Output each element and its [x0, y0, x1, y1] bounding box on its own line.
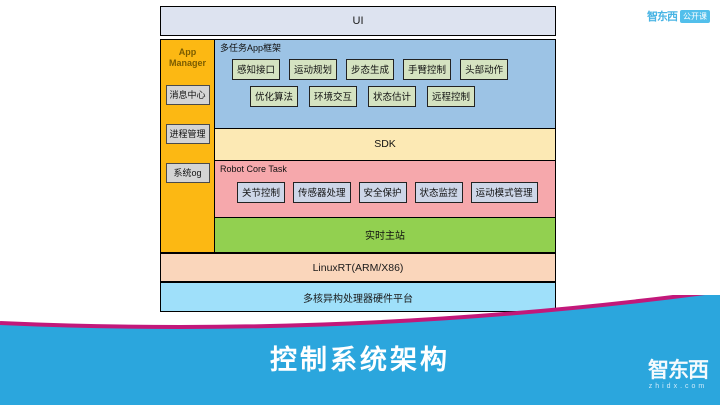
watermark-top-brand: 智东西 [647, 11, 678, 23]
layer-sdk: SDK [215, 128, 555, 161]
sidebar-chip-label: 系统og [173, 168, 202, 179]
app-chip-label: 运动规划 [294, 65, 333, 77]
core-chip-label: 传感器处理 [298, 188, 346, 200]
core-chip-label: 状态监控 [419, 188, 458, 200]
core-chip: 状态监控 [414, 181, 463, 203]
layer-realtime-master: 实时主站 [215, 217, 555, 252]
layer-hardware-label: 多核异构处理器硬件平台 [303, 293, 413, 305]
app-chip-label: 步态生成 [351, 65, 390, 77]
sidebar-chip-process-management: 进程管理 [165, 123, 210, 144]
layer-hardware: 多核异构处理器硬件平台 [160, 282, 556, 313]
core-chip: 安全保护 [358, 181, 407, 203]
layer-sdk-label: SDK [374, 138, 396, 151]
layer-app-framework-label: 多任务App框架 [220, 42, 282, 53]
app-chip: 步态生成 [346, 58, 395, 80]
layer-stack: 多任务App框架 感知接口 运动规划 步态生成 手臂控制 头部动 [215, 39, 555, 252]
core-chip-label: 运动模式管理 [475, 188, 533, 200]
sidebar-chip-system-log: 系统og [165, 162, 210, 183]
layer-robot-core-task-label: Robot Core Task [220, 163, 287, 174]
architecture-diagram: UI App Manager 消息中心 进程管理 系统og 多任务App框架 [160, 6, 556, 313]
layer-ui: UI [160, 6, 556, 36]
core-task-chips: 关节控制 传感器处理 安全保护 状态监控 运动模式管理 [220, 181, 555, 203]
sidebar-chip-label: 消息中心 [169, 90, 206, 101]
app-chip-label: 环境交互 [314, 92, 353, 104]
core-chip: 传感器处理 [293, 181, 351, 203]
app-chip: 感知接口 [232, 58, 281, 80]
layer-os-label: LinuxRT(ARM/X86) [312, 261, 404, 274]
app-chip: 环境交互 [309, 85, 358, 107]
app-chip-label: 状态估计 [373, 92, 412, 104]
core-chip: 运动模式管理 [470, 181, 538, 203]
app-chip: 优化算法 [250, 85, 299, 107]
layer-realtime-master-label: 实时主站 [365, 231, 405, 243]
app-chip-label: 远程控制 [432, 92, 471, 104]
watermark-bottom-url: zhidx.com [648, 383, 708, 390]
page-title: 控制系统架构 [270, 345, 450, 375]
app-chip: 头部动作 [460, 58, 509, 80]
app-chip-label: 感知接口 [237, 65, 276, 77]
layer-ui-label: UI [352, 14, 364, 27]
app-manager-title: App Manager [168, 46, 206, 68]
core-chip: 关节控制 [237, 181, 286, 203]
layer-os: LinuxRT(ARM/X86) [160, 252, 556, 283]
watermark-bottom: 智东西 zhidx.com [648, 359, 709, 391]
core-chip-label: 安全保护 [363, 188, 402, 200]
watermark-top-badge: 公开课 [680, 9, 710, 23]
app-chip-label: 手臂控制 [408, 65, 447, 77]
app-chip-label: 头部动作 [465, 65, 504, 77]
sidebar-chip-label: 进程管理 [169, 129, 206, 140]
app-framework-row-1: 感知接口 运动规划 步态生成 手臂控制 头部动作 [220, 58, 555, 80]
diagram-body: App Manager 消息中心 进程管理 系统og 多任务App框架 感知接口 [160, 38, 556, 253]
sidebar-chip-message-center: 消息中心 [165, 84, 210, 105]
app-chip: 状态估计 [368, 85, 417, 107]
app-chip: 远程控制 [427, 85, 476, 107]
app-chip: 手臂控制 [403, 58, 452, 80]
app-framework-row-2: 优化算法 环境交互 状态估计 远程控制 [220, 85, 555, 107]
footer-wave-fill [0, 295, 720, 405]
app-manager-sidebar: App Manager 消息中心 进程管理 系统og [161, 39, 215, 252]
app-chip-label: 优化算法 [255, 92, 294, 104]
watermark-bottom-brand: 智东西 [648, 359, 709, 382]
footer-wave [0, 295, 720, 405]
app-chip: 运动规划 [289, 58, 338, 80]
layer-robot-core-task: Robot Core Task 关节控制 传感器处理 安全保护 状态监控 [215, 160, 555, 218]
footer-wave-accent [0, 295, 705, 329]
layer-app-framework: 多任务App框架 感知接口 运动规划 步态生成 手臂控制 头部动 [215, 39, 555, 129]
watermark-top: 智东西 公开课 [647, 8, 710, 24]
core-chip-label: 关节控制 [242, 188, 281, 200]
